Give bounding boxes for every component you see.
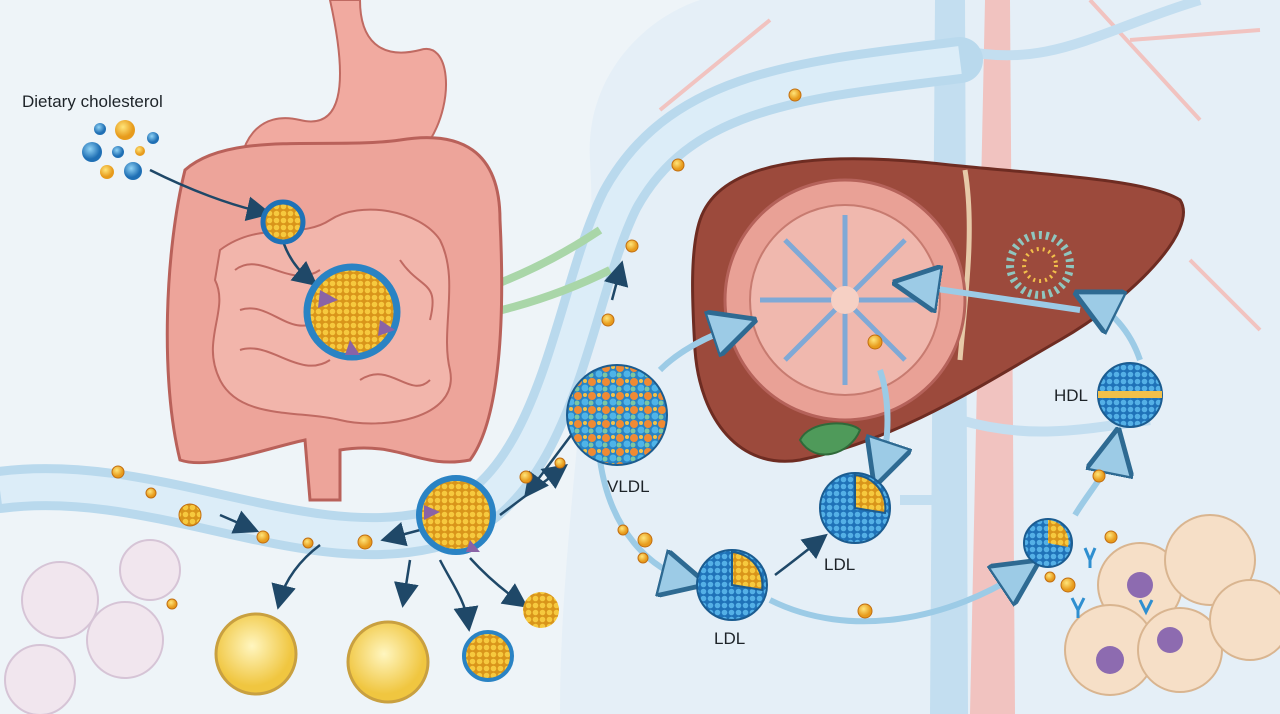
sinusoids bbox=[760, 215, 930, 385]
fat-cell bbox=[214, 612, 430, 704]
label-ldl-upper: LDL bbox=[824, 555, 856, 574]
intestine-folds bbox=[234, 259, 434, 387]
label-vldl: VLDL bbox=[607, 477, 650, 496]
dietary-cholesterol-particles bbox=[82, 120, 159, 180]
chylomicron bbox=[303, 263, 401, 361]
ldl-particle-small bbox=[1023, 518, 1073, 568]
small-remnant-particles bbox=[462, 592, 559, 682]
cholesterol-molecules bbox=[111, 88, 1118, 619]
micelle bbox=[260, 199, 306, 245]
peripheral-cells bbox=[1064, 514, 1280, 696]
label-ldl-lower: LDL bbox=[714, 629, 746, 648]
adipose-tissue bbox=[4, 539, 181, 714]
ldl-receptors bbox=[1070, 547, 1154, 618]
flow-arrows bbox=[149, 168, 828, 632]
blood-vessel-lumen bbox=[0, 46, 962, 551]
liver-lobe-line bbox=[957, 169, 972, 361]
transport-arrows bbox=[597, 285, 1143, 625]
chylomicron-remnant bbox=[416, 475, 496, 555]
central-vein bbox=[831, 286, 859, 314]
ldl-particle-lower bbox=[696, 549, 768, 621]
ldl-particle-upper bbox=[819, 472, 891, 544]
artery-branches bbox=[658, 0, 1262, 332]
label-dietary-cholesterol: Dietary cholesterol bbox=[22, 92, 163, 111]
hdl-cluster-in-liver bbox=[1006, 231, 1074, 299]
hdl-particle bbox=[1097, 362, 1163, 428]
label-hdl: HDL bbox=[1054, 386, 1089, 405]
cell-nuclei bbox=[1096, 572, 1183, 674]
vldl-particle bbox=[566, 364, 668, 466]
gallbladder bbox=[798, 422, 862, 456]
